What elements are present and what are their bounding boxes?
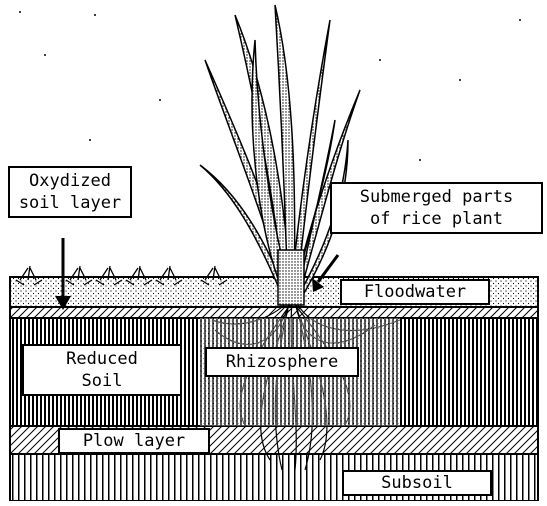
submerged-line2: of rice plant [337, 208, 536, 230]
reduced-soil-label: Reduced Soil [22, 344, 182, 396]
subsoil-text: Subsoil [348, 472, 486, 494]
plow-layer-label: Plow layer [58, 428, 210, 454]
oxidized-line1: Oxydized [15, 170, 125, 192]
floodwater-label: Floodwater [340, 279, 490, 305]
rhizosphere-label: Rhizosphere [205, 347, 359, 377]
oxidized-soil-label: Oxydized soil layer [8, 166, 132, 218]
rice-stem-base [278, 250, 304, 305]
oxidized-line2: soil layer [15, 192, 125, 214]
reduced-line1: Reduced [29, 348, 175, 370]
rhizosphere-text: Rhizosphere [212, 351, 352, 373]
subsoil-label: Subsoil [342, 470, 492, 496]
submerged-line1: Submerged parts [337, 186, 536, 208]
reduced-line2: Soil [29, 370, 175, 392]
plow-layer-text: Plow layer [64, 430, 204, 452]
submerged-parts-label: Submerged parts of rice plant [330, 182, 543, 234]
floodwater-text: Floodwater [346, 281, 484, 303]
